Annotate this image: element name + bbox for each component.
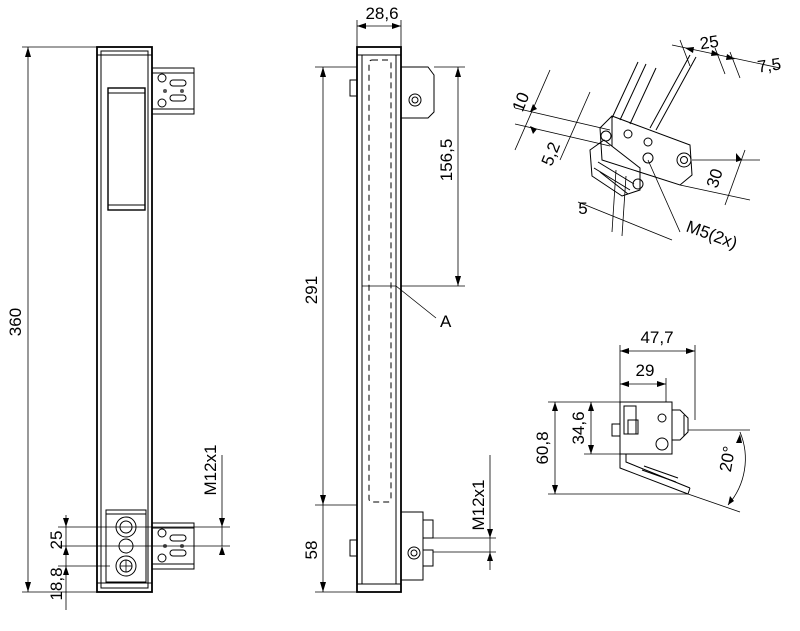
dim-detail-30: 30 (703, 166, 727, 190)
dim-20deg: 20° (716, 445, 739, 474)
dim-60-8: 60,8 (533, 431, 552, 464)
top-view: 47,7 29 34,6 60,8 20° (533, 328, 750, 513)
dim-detail-5-2: 5,2 (538, 139, 564, 168)
dim-291: 291 (302, 276, 321, 304)
dim-34-6: 34,6 (569, 411, 588, 444)
dim-25-front: 25 (47, 531, 66, 550)
dim-28-6: 28,6 (365, 4, 398, 23)
dim-detail-7-5: 7,5 (756, 55, 782, 77)
side-view: 28,6 156,5 291 58 A M12x1 (302, 4, 496, 593)
dim-156-5: 156,5 (437, 139, 456, 182)
side-connector (349, 511, 434, 581)
dim-detail-25: 25 (699, 32, 720, 53)
side-top-bracket (349, 66, 435, 119)
dim-360: 360 (6, 308, 25, 336)
detail-view: 25 7,5 10 5,2 30 5 M5(2x) (509, 32, 783, 253)
dim-m12-side: M12x1 (469, 479, 488, 530)
dim-47-7: 47,7 (640, 328, 673, 347)
label-a: A (440, 312, 452, 331)
dim-m12-front: M12x1 (201, 444, 220, 495)
dim-29: 29 (636, 361, 655, 380)
dim-detail-m5: M5(2x) (684, 217, 740, 253)
dim-18-8: 18,8 (47, 567, 66, 600)
dim-detail-5: 5 (578, 199, 587, 218)
dim-58: 58 (302, 541, 321, 560)
front-view: 360 25 18,8 M12x1 (6, 46, 230, 610)
dim-detail-10: 10 (509, 90, 534, 115)
front-top-bracket (151, 67, 195, 115)
